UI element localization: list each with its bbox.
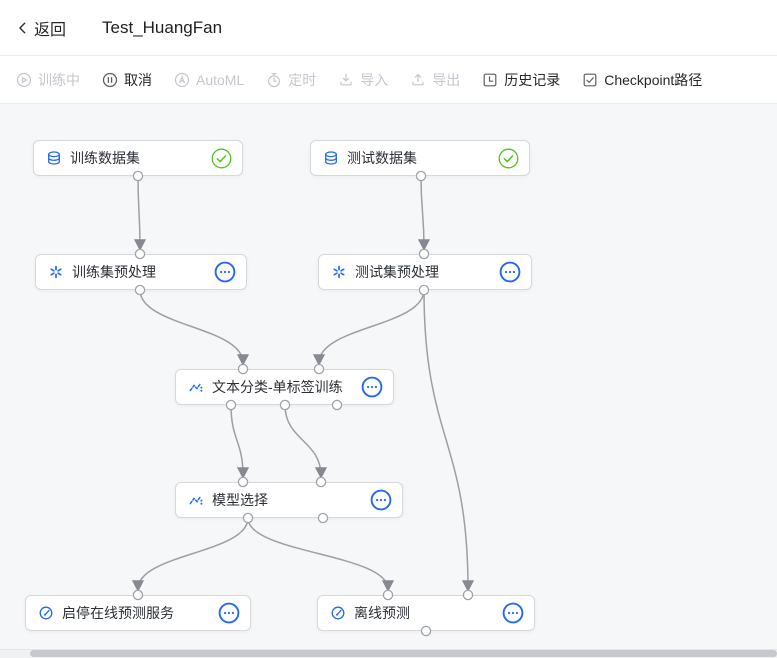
edge <box>133 175 147 251</box>
edge <box>312 289 425 366</box>
checkbox-icon <box>582 72 598 88</box>
edge <box>417 175 431 251</box>
toolbar-label: 导出 <box>432 71 461 88</box>
dataset-icon <box>46 150 62 166</box>
more-icon[interactable] <box>370 489 392 511</box>
toolbar-cancel-button[interactable]: 取消 <box>102 70 152 90</box>
port-bottom[interactable] <box>317 512 329 524</box>
header: 返回 Test_HuangFan <box>0 0 777 56</box>
more-icon[interactable] <box>499 261 521 283</box>
node-label: 离线预测 <box>354 605 410 621</box>
node-label: 训练数据集 <box>70 150 140 166</box>
pipeline-canvas[interactable]: 训练数据集 测试数据集训练集预处理 测试集预处理文本分类-单标签训练模型选择启停在线… <box>0 104 777 658</box>
node-label: 模型选择 <box>212 492 268 508</box>
toolbar-history-button[interactable]: 历史记录 <box>482 70 560 90</box>
timer-icon <box>266 72 282 88</box>
edge <box>284 404 328 479</box>
port-top[interactable] <box>382 589 394 601</box>
page-title: Test_HuangFan <box>102 17 223 37</box>
pause-circle-icon <box>102 72 118 88</box>
port-top[interactable] <box>237 476 249 488</box>
port-bottom[interactable] <box>225 399 237 411</box>
import-icon <box>338 72 354 88</box>
train-icon <box>188 379 204 395</box>
node-label: 测试集预处理 <box>355 264 439 280</box>
toolbar: 训练中 取消 AutoML 定时 导入 导出 历史记录 Checkpoint路径 <box>0 56 777 104</box>
port-top[interactable] <box>315 476 327 488</box>
horizontal-scrollbar[interactable] <box>30 650 777 657</box>
port-top[interactable] <box>132 589 144 601</box>
back-label: 返回 <box>34 21 67 39</box>
success-icon <box>498 148 519 169</box>
toolbar-label: 取消 <box>124 71 152 88</box>
more-icon[interactable] <box>361 376 383 398</box>
toolbar-label: 训练中 <box>38 71 80 88</box>
toolbar-export-button[interactable]: 导出 <box>410 70 460 90</box>
more-icon[interactable] <box>218 602 240 624</box>
node-model-select[interactable]: 模型选择 <box>175 482 403 518</box>
edge <box>131 517 249 592</box>
play-circle-icon <box>16 72 32 88</box>
node-train-dataset[interactable]: 训练数据集 <box>33 140 243 176</box>
toolbar-checkpoint-button[interactable]: Checkpoint路径 <box>582 70 702 90</box>
node-label: 测试数据集 <box>347 150 417 166</box>
toolbar-label: 导入 <box>360 71 389 88</box>
port-top[interactable] <box>418 248 430 260</box>
port-bottom[interactable] <box>242 512 254 524</box>
port-bottom[interactable] <box>134 284 146 296</box>
back-button[interactable]: 返回 <box>16 16 66 40</box>
preprocess-icon <box>331 264 347 280</box>
port-top[interactable] <box>237 363 249 375</box>
toolbar-label: AutoML <box>196 71 245 88</box>
toolbar-label: Checkpoint路径 <box>604 71 703 88</box>
toolbar-training-button[interactable]: 训练中 <box>16 70 80 90</box>
port-top[interactable] <box>134 248 146 260</box>
preprocess-icon <box>48 264 64 280</box>
node-test-preprocess[interactable]: 测试集预处理 <box>318 254 532 290</box>
port-bottom[interactable] <box>415 170 427 182</box>
node-test-dataset[interactable]: 测试数据集 <box>310 140 530 176</box>
node-train-preprocess[interactable]: 训练集预处理 <box>35 254 247 290</box>
edge <box>423 289 475 592</box>
toolbar-import-button[interactable]: 导入 <box>338 70 388 90</box>
port-bottom[interactable] <box>420 625 432 637</box>
more-icon[interactable] <box>214 261 236 283</box>
export-icon <box>410 72 426 88</box>
train-icon <box>188 492 204 508</box>
dataset-icon <box>323 150 339 166</box>
toolbar-schedule-button[interactable]: 定时 <box>266 70 316 90</box>
toolbar-automl-button[interactable]: AutoML <box>174 72 244 88</box>
edge <box>230 404 250 479</box>
port-top[interactable] <box>313 363 325 375</box>
edge <box>139 289 250 366</box>
toolbar-label: 历史记录 <box>504 71 561 88</box>
port-top[interactable] <box>462 589 474 601</box>
predict-icon <box>330 605 346 621</box>
more-icon[interactable] <box>502 602 524 624</box>
node-text-classification[interactable]: 文本分类-单标签训练 <box>175 369 394 405</box>
port-bottom[interactable] <box>418 284 430 296</box>
node-label: 文本分类-单标签训练 <box>212 379 343 395</box>
predict-icon <box>38 605 54 621</box>
port-bottom[interactable] <box>132 170 144 182</box>
toolbar-label: 定时 <box>288 71 317 88</box>
edge <box>247 517 395 592</box>
a-circle-icon <box>174 72 190 88</box>
port-bottom[interactable] <box>331 399 343 411</box>
node-online-predict[interactable]: 启停在线预测服务 <box>25 595 251 631</box>
node-label: 启停在线预测服务 <box>62 605 174 621</box>
node-label: 训练集预处理 <box>72 264 156 280</box>
port-bottom[interactable] <box>279 399 291 411</box>
history-icon <box>482 72 498 88</box>
success-icon <box>211 148 232 169</box>
chevron-left-icon <box>19 21 26 34</box>
node-offline-predict[interactable]: 离线预测 <box>317 595 535 631</box>
